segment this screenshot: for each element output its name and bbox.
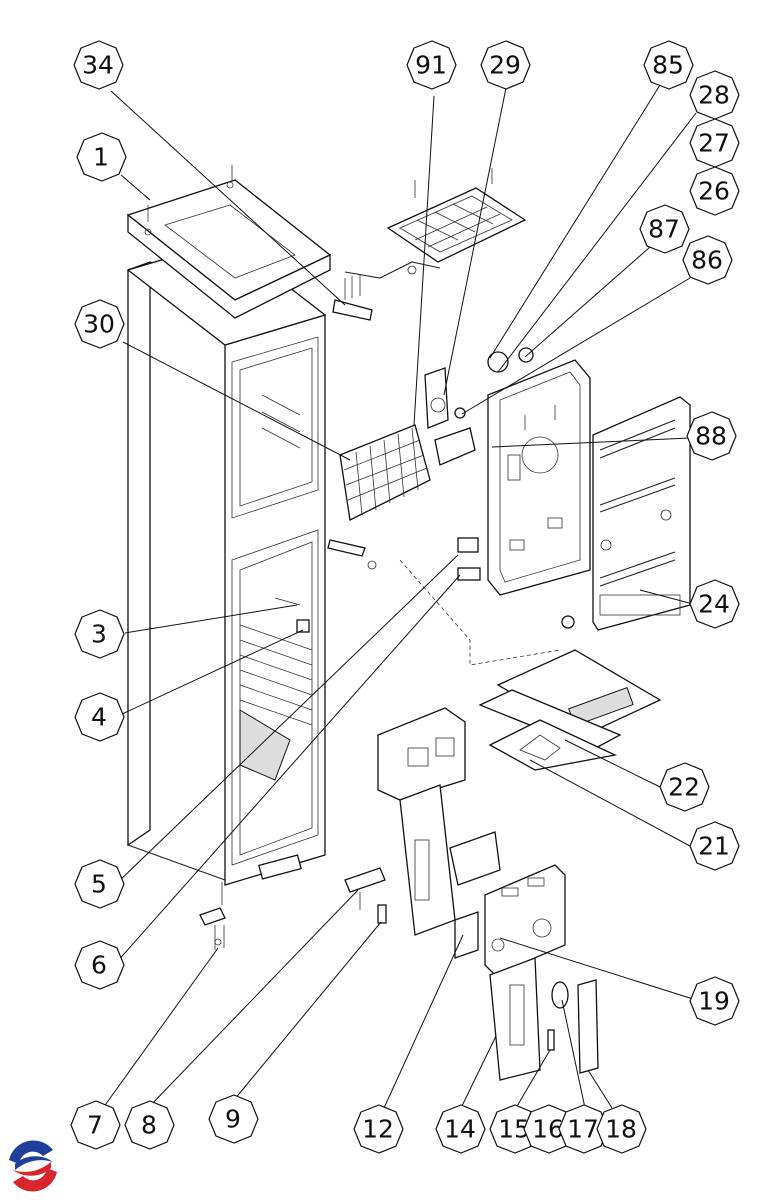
refrigerator-cabinet	[126, 239, 327, 886]
svg-text:91: 91	[415, 51, 447, 80]
callout-26: 26	[689, 166, 740, 216]
callout-18: 18	[596, 1104, 647, 1154]
svg-text:87: 87	[648, 215, 680, 244]
svg-text:12: 12	[362, 1115, 394, 1144]
ice-tray-part	[344, 187, 527, 279]
svg-text:85: 85	[652, 51, 684, 80]
callout-22: 22	[659, 762, 710, 812]
svg-text:34: 34	[82, 51, 114, 80]
callout-8: 8	[124, 1100, 175, 1150]
svg-text:3: 3	[91, 620, 107, 649]
callout-1: 1	[76, 132, 127, 182]
screws	[147, 165, 493, 222]
callout-7: 7	[70, 1100, 121, 1150]
svg-text:14: 14	[444, 1115, 476, 1144]
dispenser-housing-part	[377, 707, 501, 936]
svg-text:22: 22	[668, 773, 700, 802]
callout-17: 17	[558, 1104, 609, 1154]
svg-text:18: 18	[605, 1115, 637, 1144]
fan-bracket-part	[424, 367, 476, 466]
svg-text:4: 4	[91, 703, 107, 732]
svg-text:19: 19	[698, 987, 730, 1016]
svg-text:5: 5	[91, 870, 107, 899]
svg-text:30: 30	[83, 310, 115, 339]
outer-door-panel-part	[561, 396, 691, 631]
top-hinge-part	[332, 274, 373, 321]
callout-5: 5	[74, 859, 125, 909]
svg-text:17: 17	[567, 1115, 599, 1144]
svg-text:8: 8	[141, 1111, 157, 1140]
top-cover-part	[126, 179, 332, 319]
callout-3: 3	[74, 609, 125, 659]
svg-text:7: 7	[87, 1111, 103, 1140]
callout-19: 19	[689, 976, 740, 1026]
svg-text:21: 21	[698, 832, 730, 861]
callout-4: 4	[74, 692, 125, 742]
callout-85: 85	[643, 40, 694, 90]
bottom-hinges-part	[199, 867, 387, 950]
svg-text:86: 86	[691, 246, 723, 275]
svg-text:27: 27	[698, 129, 730, 158]
callout-29: 29	[480, 40, 531, 90]
svg-text:24: 24	[698, 590, 730, 619]
callout-16: 16	[523, 1104, 574, 1154]
callout-34: 34	[73, 40, 124, 90]
callout-6: 6	[74, 940, 125, 990]
callout-87: 87	[639, 204, 690, 254]
brand-logo-icon	[6, 1139, 60, 1193]
inner-door-liner-part	[454, 347, 591, 596]
callout-88: 88	[686, 411, 737, 461]
callout-24: 24	[689, 579, 740, 629]
svg-text:6: 6	[91, 951, 107, 980]
svg-text:88: 88	[695, 422, 727, 451]
panel-vents	[599, 419, 681, 616]
callout-21: 21	[689, 821, 740, 871]
svg-text:9: 9	[225, 1105, 241, 1134]
callout-9: 9	[208, 1094, 259, 1144]
svg-text:26: 26	[698, 177, 730, 206]
callout-12: 12	[353, 1104, 404, 1154]
callout-27: 27	[689, 118, 740, 168]
dispenser-cover-part	[454, 864, 599, 1081]
callout-labels: 34 91 29 85 28 27 26 1 87 86 30 88 3 24 …	[70, 40, 740, 1154]
callout-86: 86	[682, 235, 733, 285]
svg-text:29: 29	[489, 51, 521, 80]
evaporator-part	[327, 424, 431, 570]
callout-14: 14	[435, 1104, 486, 1154]
callout-91: 91	[406, 40, 457, 90]
svg-text:28: 28	[698, 81, 730, 110]
leader-lines	[102, 84, 697, 1109]
callout-28: 28	[689, 70, 740, 120]
callout-30: 30	[74, 299, 125, 349]
svg-text:1: 1	[93, 143, 109, 172]
glass-shelf-part	[478, 649, 662, 771]
